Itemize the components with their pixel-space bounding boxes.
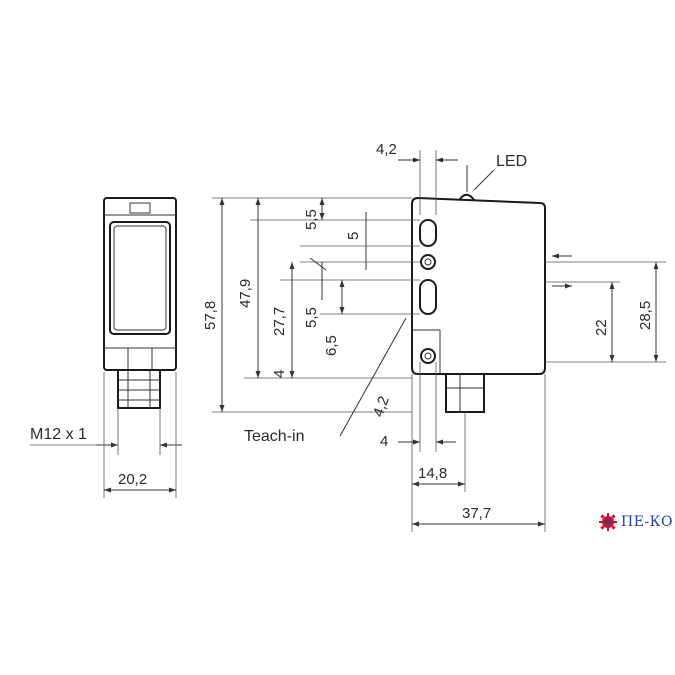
receiver-slot bbox=[419, 279, 437, 315]
dim-6-5: 6,5 bbox=[323, 335, 340, 356]
dim-4-bottom: 4 bbox=[380, 433, 388, 450]
teach-in-label: Teach-in bbox=[244, 428, 304, 445]
dim-47-9: 47,9 bbox=[237, 279, 254, 308]
center-hole bbox=[420, 254, 436, 270]
thread-label: M12 x 1 bbox=[30, 426, 87, 443]
side-width-dim: 20,2 bbox=[118, 471, 147, 488]
dim-5-5-mid: 5,5 bbox=[303, 307, 320, 328]
dim-22: 22 bbox=[593, 319, 610, 336]
dim-5-5-top: 5,5 bbox=[303, 209, 320, 230]
side-lens-window bbox=[109, 221, 171, 335]
dim-4-2-diag: 4,2 bbox=[370, 394, 393, 419]
dim-57-8: 57,8 bbox=[202, 301, 219, 330]
dim-4-left: 4 bbox=[271, 370, 288, 378]
led-label: LED bbox=[496, 153, 527, 170]
emitter-slot bbox=[419, 219, 437, 247]
dim-37-7: 37,7 bbox=[462, 505, 491, 522]
side-connector bbox=[117, 369, 161, 409]
top-offset-dim: 4,2 bbox=[376, 141, 397, 158]
front-housing bbox=[411, 196, 546, 375]
side-view: M12 x 1 20,2 bbox=[30, 197, 182, 498]
front-view: LED 4,2 57,8 47,9 27,7 4 5,5 5 bbox=[202, 141, 666, 532]
gear-icon bbox=[599, 513, 617, 531]
company-logo: ПЕ-КО bbox=[598, 511, 673, 533]
dim-5: 5 bbox=[345, 232, 362, 240]
dim-27-7: 27,7 bbox=[271, 307, 288, 336]
logo-text: ПЕ-КО bbox=[621, 514, 673, 530]
side-housing bbox=[103, 197, 177, 371]
dim-14-8: 14,8 bbox=[418, 465, 447, 482]
led-indicator bbox=[459, 193, 475, 201]
teach-in-button bbox=[420, 348, 436, 364]
dim-28-5: 28,5 bbox=[637, 301, 654, 330]
front-connector bbox=[445, 373, 485, 413]
